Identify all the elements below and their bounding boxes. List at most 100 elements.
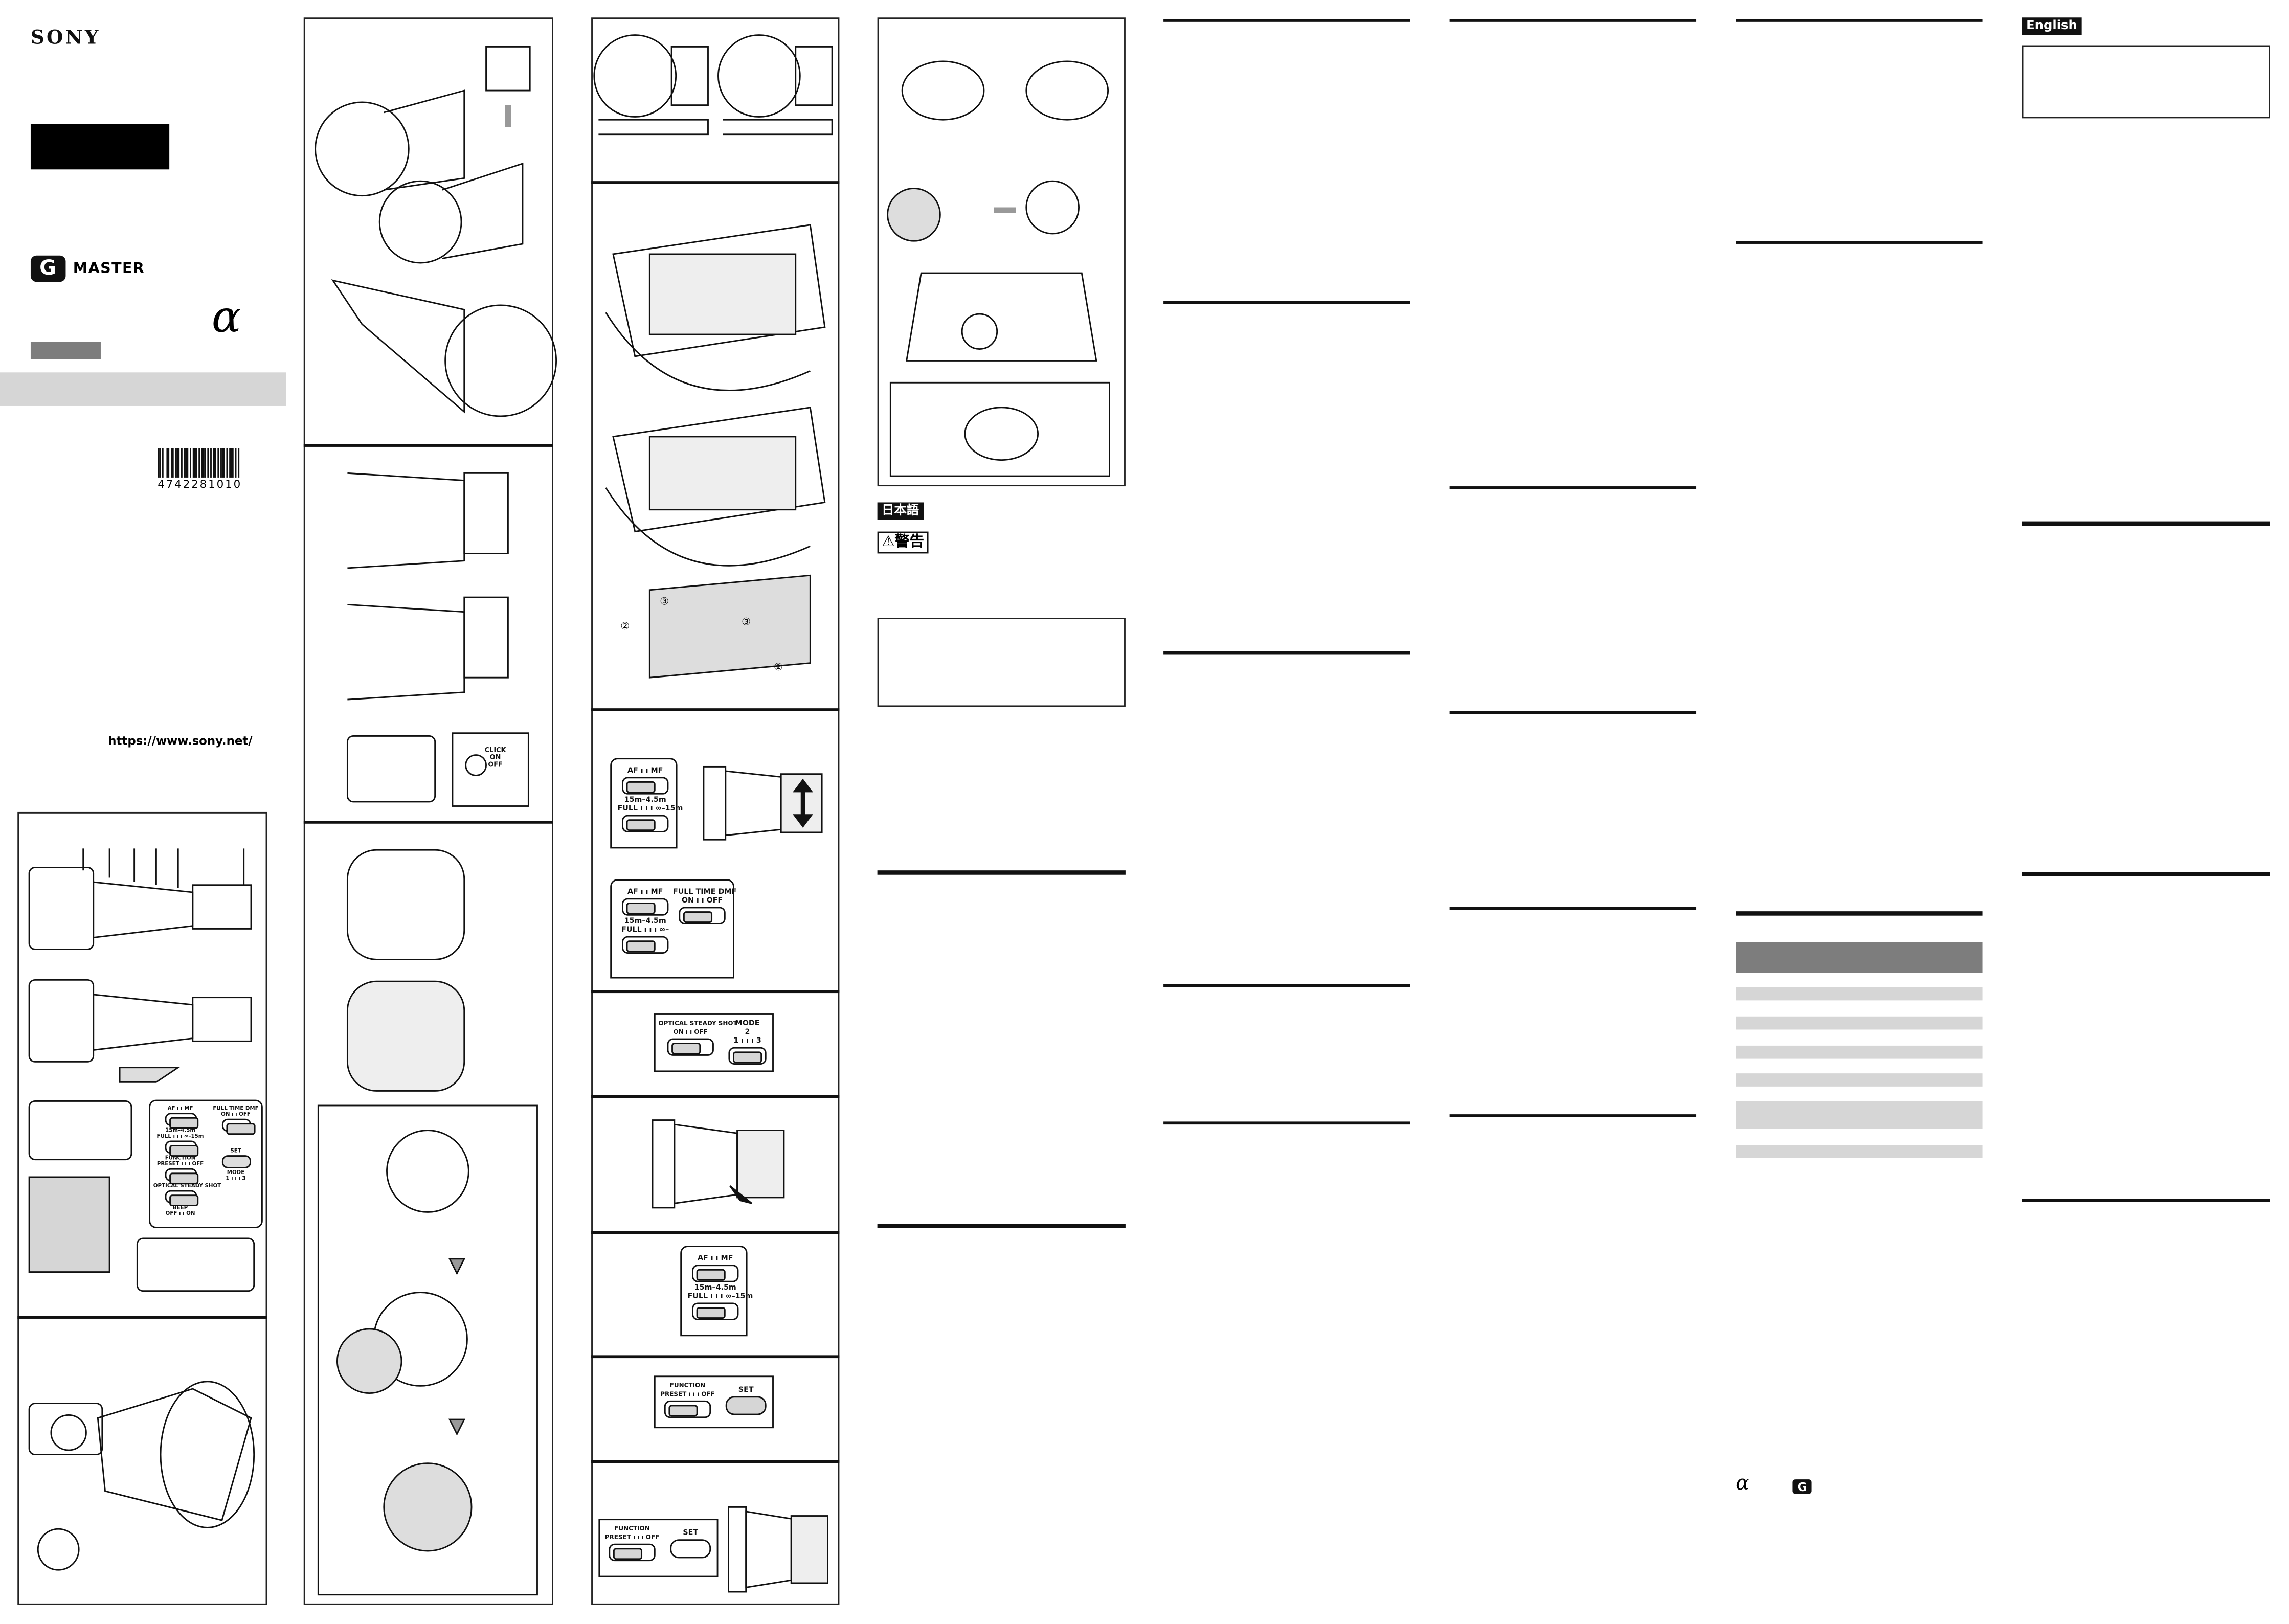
section-rule — [1163, 1121, 1410, 1124]
lens-front-bottom — [28, 979, 95, 1063]
function-switch[interactable] — [164, 1168, 198, 1185]
divider — [591, 1231, 840, 1233]
af-mf-label: AF ı ı MF — [627, 888, 663, 897]
barcode-bar — [158, 448, 159, 478]
oss-switch[interactable] — [667, 1038, 714, 1056]
mode-switch[interactable] — [728, 1047, 767, 1065]
english-notice-box — [2022, 45, 2270, 119]
section-rule — [877, 1224, 1126, 1228]
gray-band — [0, 372, 286, 406]
carrying-case-illustration — [605, 224, 826, 679]
barcode-bar — [237, 448, 239, 478]
set-button[interactable] — [670, 1539, 711, 1559]
function-switch[interactable] — [609, 1543, 656, 1562]
dmf-label: FULL TIME DMF — [213, 1105, 259, 1112]
af-mf-label: AF ı ı MF — [627, 766, 663, 776]
barcode-bar — [198, 448, 200, 478]
barcode-bar — [166, 448, 167, 478]
alpha-trademark-icon: α — [1736, 1472, 1750, 1496]
focus-range-switch[interactable] — [622, 936, 669, 954]
dmf-label: FULL TIME DMF — [672, 888, 737, 897]
set-label: SET — [738, 1386, 754, 1395]
barcode-number: 4742281010 — [158, 477, 242, 491]
g-trademark-icon: G — [1792, 1479, 1812, 1494]
section-rule — [1449, 1114, 1697, 1117]
function-states-label: PRESET ı ı ı OFF — [660, 1390, 715, 1398]
spec-table-row — [1736, 1045, 1983, 1059]
gray-label-block — [30, 342, 101, 359]
af-mf-switch[interactable] — [692, 1265, 739, 1282]
af-mf-label: AF ı ı MF — [167, 1105, 193, 1112]
oss-label: OPTICAL STEADY SHOT — [153, 1183, 221, 1189]
focus-range-switch[interactable] — [692, 1302, 739, 1320]
beep-label: BEEP — [172, 1205, 188, 1211]
mode-2-label: 2 — [745, 1028, 750, 1037]
camera-with-lens-illustration — [28, 1381, 255, 1571]
lens-controls-illustration — [346, 472, 529, 807]
callout-2-a: ② — [620, 620, 630, 633]
oss-states-label: ON ı ı OFF — [673, 1028, 708, 1035]
barcode-bar — [170, 448, 173, 478]
barcode-bar — [226, 448, 227, 478]
beep-states-label: OFF ı ı ON — [165, 1210, 195, 1217]
mounting-lens-illustration — [315, 46, 557, 417]
af-mf-switch[interactable] — [622, 898, 669, 916]
mode-label: MODE — [227, 1169, 245, 1176]
focus-hold-illustration — [652, 1119, 785, 1209]
af-mf-switch[interactable] — [164, 1113, 198, 1129]
divider — [303, 821, 553, 823]
mode-states-label: 1 ı ı ı 3 — [226, 1176, 246, 1182]
g-master-label: MASTER — [73, 260, 145, 277]
switch-panel-overview: AF ı ı MF 15m–4.5m FULL ı ı ı ∞–15m FUNC… — [149, 1099, 263, 1228]
barcode-bar — [220, 448, 222, 478]
focus-range-full-label: FULL ı ı ı ∞–15m — [617, 804, 683, 814]
set-button[interactable] — [221, 1155, 251, 1168]
barcode-bar — [189, 448, 190, 478]
af-mf-switch[interactable] — [622, 777, 669, 795]
section-rule — [1449, 19, 1697, 21]
barcode-bar — [231, 448, 233, 478]
barcode-bar — [217, 448, 219, 478]
divider — [17, 1316, 267, 1318]
barcode-bar — [181, 448, 182, 478]
focus-range-switch[interactable] — [622, 815, 669, 832]
focus-switch-panel-2: AF ı ı MF 15m–4.5m FULL ı ı ı ∞–15m — [680, 1246, 753, 1337]
divider — [591, 181, 840, 184]
barcode: 4742281010 — [158, 448, 242, 491]
set-label: SET — [230, 1147, 241, 1154]
spec-table-header — [1736, 942, 1983, 973]
barcode-bar — [222, 448, 225, 478]
mode-states-label: 1 ı ı ı 3 — [733, 1036, 761, 1046]
barcode-bar — [177, 448, 179, 478]
dmf-switch[interactable] — [221, 1118, 255, 1135]
oss-switch-panel: OPTICAL STEADY SHOT ON ı ı OFF MODE 2 1 … — [654, 1013, 774, 1072]
focus-ring-illustration — [703, 765, 823, 841]
focus-ring-illustration-2 — [728, 1506, 828, 1593]
divider — [591, 1460, 840, 1463]
focus-dmf-switch-panel: AF ı ı MF 15m–4.5m FULL ı ı ı ∞– FULL TI… — [610, 879, 737, 979]
lens-hood-illustration — [317, 849, 538, 1596]
warning-label: ⚠警告 — [877, 531, 929, 554]
section-rule — [1163, 19, 1410, 21]
dmf-switch[interactable] — [679, 907, 726, 924]
af-mf-label: AF ı ı MF — [698, 1254, 733, 1264]
spec-table-rule — [1736, 911, 1983, 916]
oss-switch[interactable] — [164, 1190, 198, 1207]
focus-range-switch[interactable] — [164, 1140, 198, 1157]
filter-illustration-panel — [877, 17, 1126, 487]
function-switch[interactable] — [664, 1400, 711, 1418]
click-off-label: OFF — [488, 762, 503, 770]
tripod-foot-illustration — [593, 34, 833, 136]
divider — [591, 990, 840, 993]
section-rule — [1449, 711, 1697, 714]
function-switch-panel-2: FUNCTION PRESET ı ı ı OFF SET — [598, 1519, 719, 1577]
function-label: FUNCTION — [669, 1381, 706, 1389]
section-rule — [1736, 241, 1983, 243]
oss-label: OPTICAL STEADY SHOT — [658, 1019, 737, 1027]
sony-url-link[interactable]: https://www.sony.net/ — [108, 734, 253, 748]
focus-switch-panel: AF ı ı MF 15m–4.5m FULL ı ı ı ∞–15m — [610, 758, 683, 849]
callout-3-a: ③ — [660, 596, 669, 608]
set-button[interactable] — [725, 1396, 767, 1415]
warning-text: 警告 — [894, 534, 924, 551]
spec-table-row — [1736, 1145, 1983, 1158]
